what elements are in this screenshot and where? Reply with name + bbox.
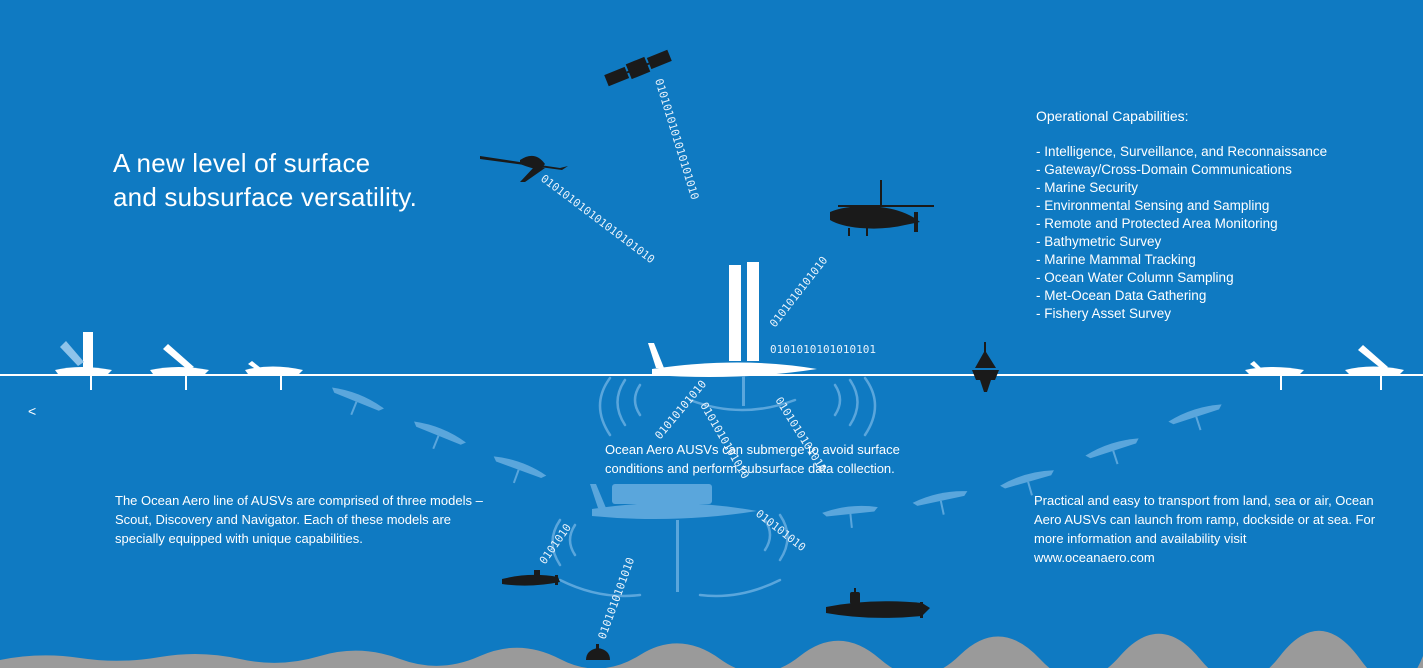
central-vessel	[648, 262, 817, 377]
central-vessel-keel	[742, 376, 745, 406]
capability-item: - Fishery Asset Survey	[1036, 306, 1172, 321]
transport-paragraph: Practical and easy to transport from lan…	[1034, 491, 1379, 567]
transport-text: Practical and easy to transport from lan…	[1034, 493, 1376, 546]
submerged-sonar-waves	[551, 513, 789, 598]
surface-vessel-right-1	[1245, 361, 1304, 390]
surface-vessel-left-2	[150, 344, 209, 390]
seafloor	[0, 630, 1423, 668]
binary-stream-horizontal: 0101010101010101	[770, 343, 876, 356]
capability-item: - Gateway/Cross-Domain Communications	[1036, 162, 1292, 177]
headline-line-2: and subsurface versatility.	[113, 182, 418, 212]
binary-stream-drone: 010101010101010101010	[538, 172, 657, 266]
satellite-icon	[604, 49, 672, 87]
binary-stream-seafloor: 0101010101010	[596, 556, 638, 641]
capability-item: - Bathymetric Survey	[1036, 234, 1162, 249]
submerging-vessels-right	[822, 404, 1222, 529]
capability-item: - Met-Ocean Data Gathering	[1036, 288, 1207, 303]
headline-line-1: A new level of surface	[113, 148, 371, 178]
submarine-small-icon	[502, 570, 560, 586]
submerging-vessels-left	[332, 387, 547, 484]
submarine-large-icon	[826, 588, 930, 618]
capability-item: - Remote and Protected Area Monitoring	[1036, 216, 1278, 231]
previous-chevron-icon[interactable]: <	[28, 403, 37, 419]
binary-stream-helicopter: 0101010101010	[767, 254, 830, 330]
binary-stream-satellite: 0101010101010101010	[652, 77, 701, 201]
models-paragraph: The Ocean Aero line of AUSVs are compris…	[115, 493, 483, 546]
buoy-icon	[972, 342, 999, 392]
sonar-waves	[598, 376, 877, 437]
surface-vessel-right-2	[1345, 345, 1404, 390]
surface-vessel-left-3	[245, 361, 303, 390]
submerged-vessel	[590, 484, 757, 592]
submerge-paragraph: Ocean Aero AUSVs can submerge to avoid s…	[605, 442, 900, 476]
drone-icon	[480, 155, 568, 182]
capability-item: - Environmental Sensing and Sampling	[1036, 198, 1270, 213]
headline: A new level of surface and subsurface ve…	[113, 146, 417, 214]
helicopter-icon	[830, 180, 934, 236]
website-link[interactable]: www.oceanaero.com	[1034, 550, 1155, 565]
seafloor-sensor-icon	[586, 644, 610, 660]
capability-item: - Intelligence, Surveillance, and Reconn…	[1036, 144, 1328, 159]
capability-item: - Marine Mammal Tracking	[1036, 252, 1196, 267]
surface-vessel-left-1	[55, 332, 112, 390]
capability-item: - Ocean Water Column Sampling	[1036, 270, 1234, 285]
capabilities-list: - Intelligence, Surveillance, and Reconn…	[1036, 143, 1327, 323]
capabilities-title: Operational Capabilities:	[1036, 108, 1189, 124]
capability-item: - Marine Security	[1036, 180, 1139, 195]
